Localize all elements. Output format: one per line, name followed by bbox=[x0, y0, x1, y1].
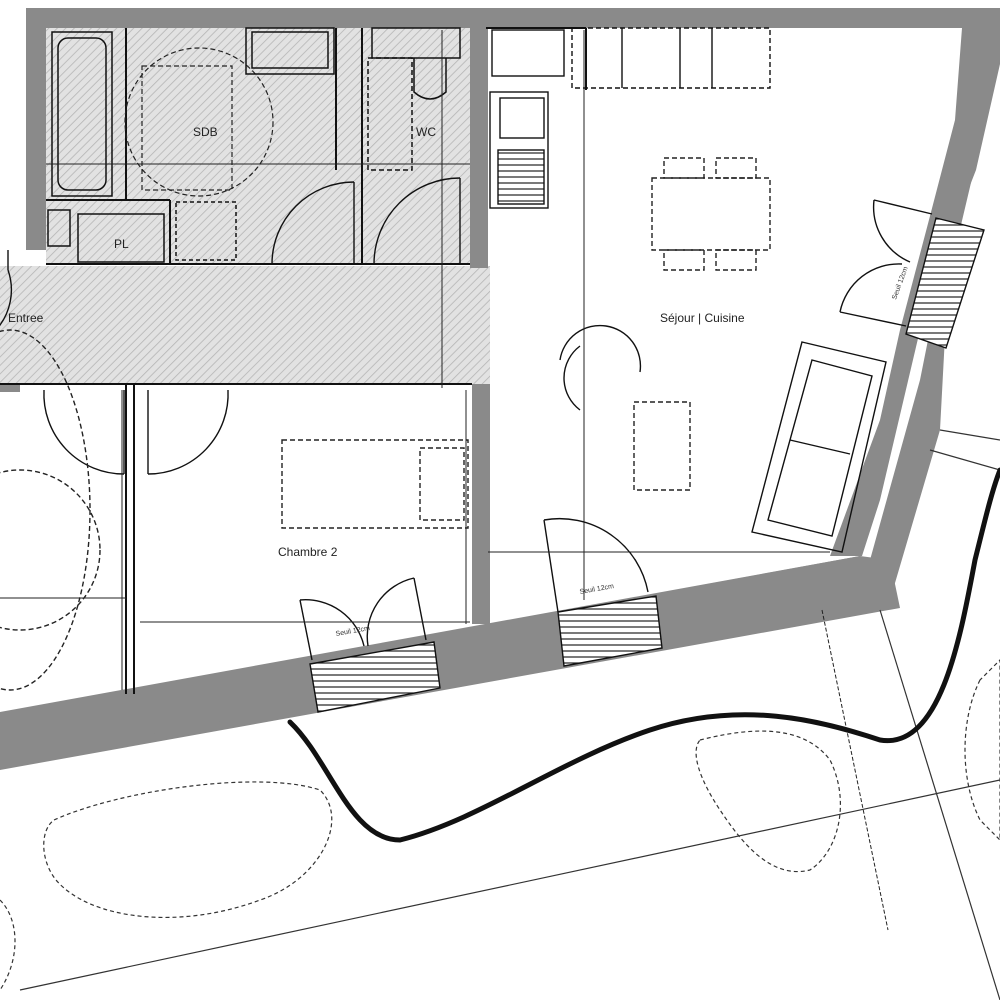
kitchen-units bbox=[489, 27, 771, 209]
room-label-entree: Entree bbox=[8, 311, 44, 325]
bathtub bbox=[51, 31, 113, 197]
room-label-sejour: Séjour | Cuisine bbox=[660, 311, 745, 325]
sink bbox=[245, 27, 335, 75]
dimension-lines bbox=[0, 30, 889, 931]
chambre-bed bbox=[0, 329, 469, 691]
terrace-planters bbox=[0, 659, 1000, 991]
room-label-wc: WC bbox=[416, 125, 436, 139]
dining-table bbox=[633, 157, 771, 491]
garden-path bbox=[287, 467, 1000, 843]
hatched-floor-areas bbox=[0, 28, 490, 384]
door-swings bbox=[0, 177, 461, 475]
room-label-pl: PL bbox=[114, 237, 129, 251]
threshold-steps bbox=[309, 217, 985, 713]
seuil-label-right: Seuil 12cm bbox=[891, 266, 909, 301]
sofa bbox=[751, 341, 887, 553]
room-label-sdb: SDB bbox=[193, 125, 218, 139]
seuil-label-left: Seuil 12cm bbox=[335, 625, 370, 638]
balcony-doors bbox=[299, 199, 933, 661]
terrace-outline bbox=[19, 429, 1000, 1000]
room-label-chambre2: Chambre 2 bbox=[278, 545, 338, 559]
sdb-clearance bbox=[124, 47, 274, 197]
pl-cupboard bbox=[47, 201, 237, 263]
wc-toilet bbox=[367, 27, 461, 171]
